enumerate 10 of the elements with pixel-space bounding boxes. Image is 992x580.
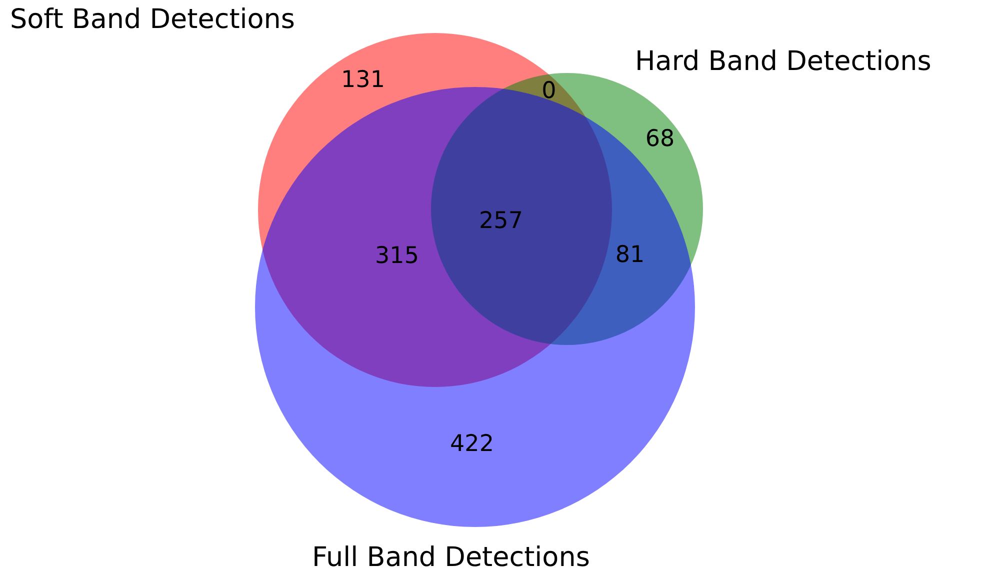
region-count: 0	[542, 78, 556, 104]
set-title: Full Band Detections	[312, 542, 590, 573]
set-title: Soft Band Detections	[10, 4, 295, 35]
set-title: Hard Band Detections	[635, 46, 932, 77]
region-count: 131	[341, 67, 385, 93]
region-count: 68	[645, 126, 675, 152]
region-count: 422	[450, 431, 494, 457]
region-count: 81	[615, 242, 645, 268]
region-count: 315	[375, 243, 419, 269]
region-count: 257	[479, 208, 523, 234]
